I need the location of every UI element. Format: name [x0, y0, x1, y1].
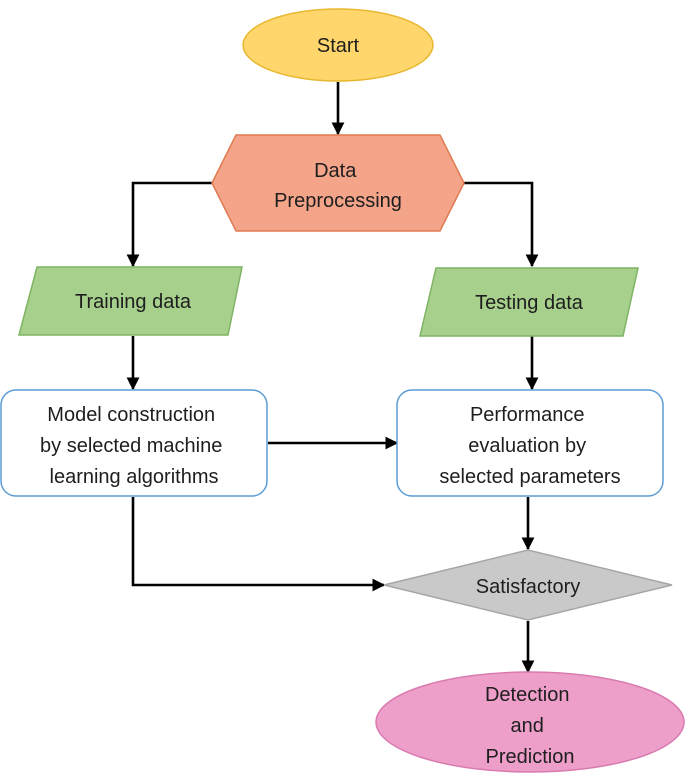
detection-shape — [375, 671, 685, 773]
detection-label-line: Prediction — [486, 746, 575, 768]
detection-node: Detection and Prediction — [375, 671, 685, 773]
detection-label-line: and — [511, 715, 544, 737]
training-data-label: Training data — [75, 291, 192, 313]
model-construction-shape — [0, 389, 268, 497]
performance-evaluation-shape — [396, 389, 664, 497]
model-construction-node: Model construction by selected machine l… — [0, 389, 268, 497]
satisfactory-label: Satisfactory — [476, 576, 580, 598]
training-data-shape — [18, 266, 243, 336]
testing-data-node: Testing data — [419, 267, 639, 337]
testing-data-label: Testing data — [475, 292, 584, 314]
detection-label: Detection and Prediction — [485, 684, 575, 768]
satisfactory-shape — [383, 549, 673, 621]
performance-evaluation-label: Performance evaluation by selected param… — [439, 404, 620, 488]
performance-evaluation-label-line: Performance — [470, 404, 585, 426]
start-label: Start — [317, 35, 360, 57]
model-construction-label-line: by selected machine — [40, 435, 222, 457]
model-construction-label: Model construction by selected machine l… — [40, 404, 228, 488]
preprocessing-label-line: Data — [314, 160, 357, 182]
edge-preprocessing-to-testing — [464, 181, 539, 268]
model-construction-label-line: learning algorithms — [50, 466, 219, 488]
preprocessing-label: Data Preprocessing — [274, 160, 402, 212]
satisfactory-node: Satisfactory — [383, 549, 673, 621]
edge-model-to-satisfactory — [131, 497, 386, 592]
edge-preprocessing-to-training — [126, 181, 212, 268]
performance-evaluation-label-line: evaluation by — [468, 435, 586, 457]
performance-evaluation-label-line: selected parameters — [439, 466, 620, 488]
preprocessing-node: Data Preprocessing — [211, 134, 465, 232]
detection-label-line: Detection — [485, 684, 570, 706]
preprocessing-shape — [211, 134, 465, 232]
model-construction-label-line: Model construction — [47, 404, 215, 426]
performance-evaluation-node: Performance evaluation by selected param… — [396, 389, 664, 497]
start-node: Start — [242, 8, 434, 82]
start-shape — [242, 8, 434, 82]
preprocessing-label-line: Preprocessing — [274, 190, 402, 212]
training-data-node: Training data — [18, 266, 243, 336]
testing-data-shape — [419, 267, 639, 337]
